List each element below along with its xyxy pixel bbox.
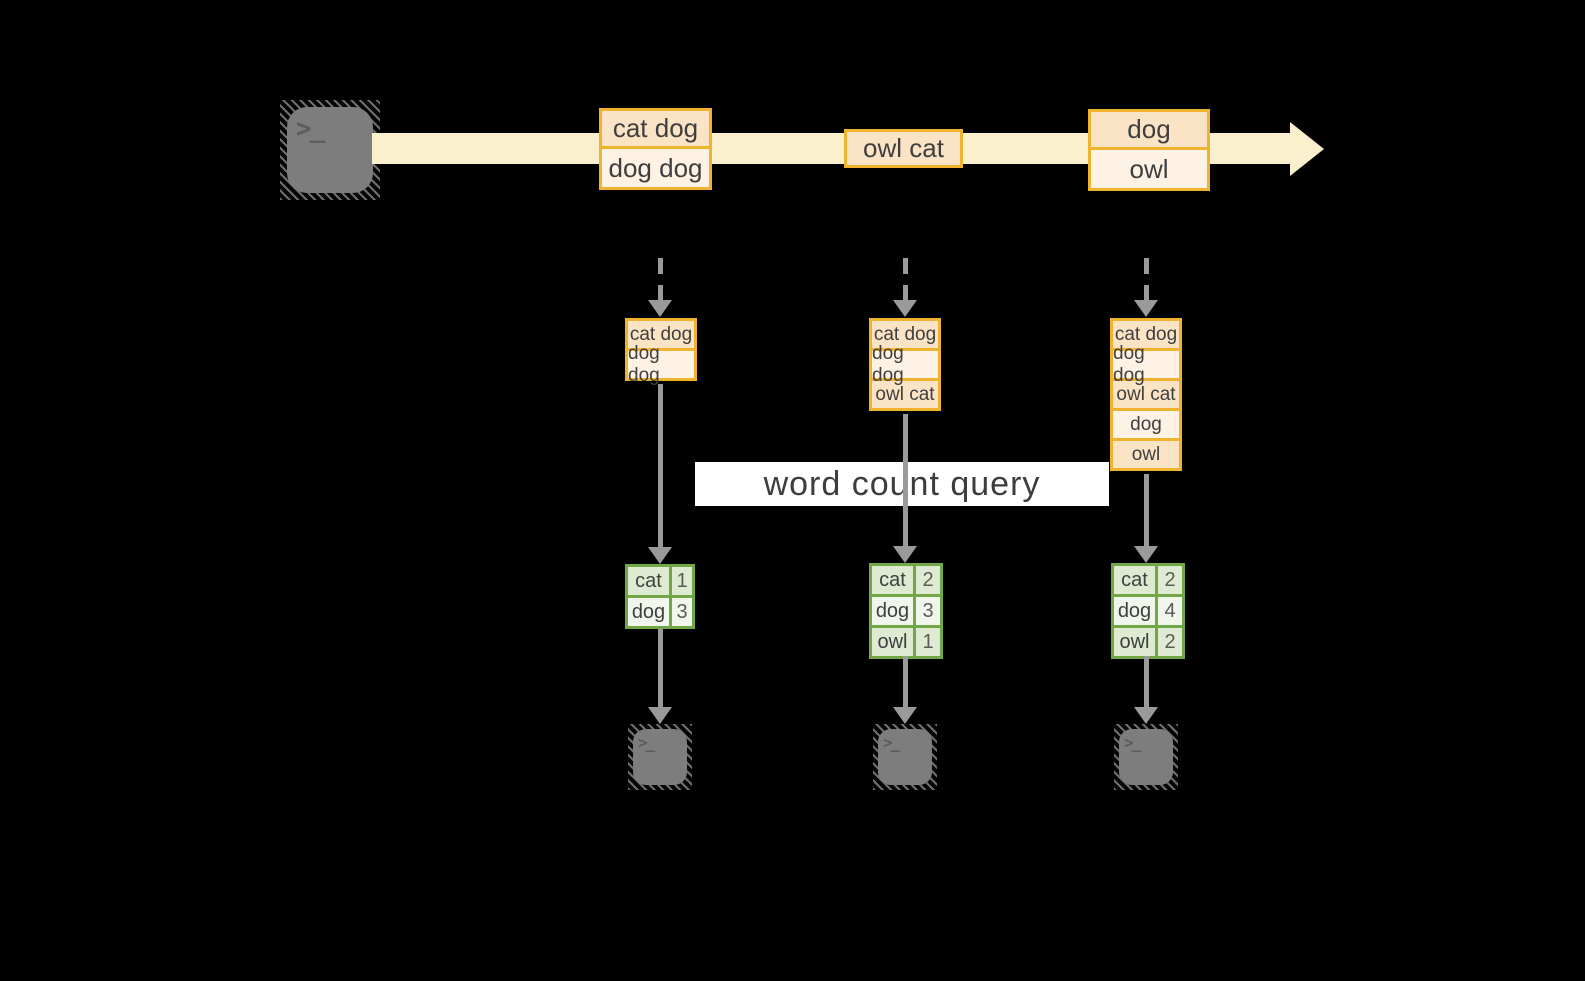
count-cell: 2 — [1158, 566, 1182, 594]
stream-arrowhead-icon — [1290, 122, 1324, 176]
stream-batch-3: dog owl — [1088, 109, 1210, 191]
query-arrowhead-2 — [893, 546, 917, 563]
word-cell: cat — [872, 566, 916, 594]
wordcount-row: dog 4 — [1114, 597, 1182, 628]
state-record: cat dog — [628, 321, 694, 351]
batch-input-arrowhead-2 — [893, 300, 917, 317]
word-cell: cat — [628, 567, 672, 595]
word-cell: cat — [1114, 566, 1158, 594]
stream-record: owl cat — [847, 132, 960, 165]
output-arrowhead-3 — [1134, 707, 1158, 724]
output-arrow-2 — [903, 656, 908, 707]
batch-input-arrow-2 — [903, 258, 908, 300]
state-record: dog — [1113, 411, 1179, 441]
query-label-band: word count query — [695, 462, 1109, 506]
batch-input-arrowhead-3 — [1134, 300, 1158, 317]
terminal-source-icon: >_ — [280, 100, 380, 200]
output-arrow-1 — [658, 629, 663, 707]
wordcount-table-2: cat 2 dog 3 owl 1 — [869, 563, 943, 659]
terminal-output-icon-1: >_ — [628, 724, 692, 790]
terminal-output-icon-2: >_ — [873, 724, 937, 790]
count-cell: 2 — [916, 566, 940, 594]
output-arrow-3 — [1144, 656, 1149, 707]
wordcount-row: dog 3 — [872, 597, 940, 628]
output-arrowhead-2 — [893, 707, 917, 724]
wordcount-row: cat 2 — [1114, 566, 1182, 597]
state-record: dog dog — [628, 343, 694, 386]
word-cell: owl — [1114, 628, 1158, 656]
stream-batch-2: owl cat — [844, 129, 963, 168]
state-record: owl cat — [1113, 381, 1179, 411]
stream-record: owl — [1091, 150, 1207, 188]
terminal-screen — [878, 729, 932, 785]
word-cell: dog — [1114, 597, 1158, 625]
count-cell: 1 — [672, 567, 692, 595]
state-record: owl — [1113, 441, 1179, 468]
batch-input-arrow-1 — [658, 258, 663, 300]
state-record: cat dog — [872, 321, 938, 351]
stream-record: dog — [1091, 112, 1207, 150]
query-arrow-2 — [903, 414, 908, 546]
count-cell: 3 — [672, 598, 692, 626]
wordcount-row: owl 2 — [1114, 628, 1182, 656]
wordcount-row: owl 1 — [872, 628, 940, 656]
state-box-1: cat dog dog dog — [625, 318, 697, 386]
word-cell: owl — [872, 628, 916, 656]
state-record: dog dog — [1113, 343, 1179, 386]
terminal-prompt-glyph: >_ — [1124, 733, 1141, 752]
state-box-2: cat dog dog dog owl cat — [869, 318, 941, 411]
stream-record: cat dog — [602, 111, 709, 149]
terminal-prompt-glyph: >_ — [638, 733, 655, 752]
terminal-output-icon-3: >_ — [1114, 724, 1178, 790]
wordcount-row: cat 1 — [628, 567, 692, 598]
query-arrowhead-3 — [1134, 546, 1158, 563]
stream-record: dog dog — [602, 149, 709, 187]
output-arrowhead-1 — [648, 707, 672, 724]
query-arrow-1 — [658, 384, 663, 547]
batch-input-arrow-3 — [1144, 258, 1149, 300]
state-record: cat dog — [1113, 321, 1179, 351]
count-cell: 2 — [1158, 628, 1182, 656]
count-cell: 4 — [1158, 597, 1182, 625]
terminal-prompt-glyph: >_ — [883, 733, 900, 752]
query-label: word count query — [763, 464, 1041, 503]
wordcount-table-1: cat 1 dog 3 — [625, 564, 695, 629]
terminal-screen — [287, 107, 373, 193]
wordcount-row: dog 3 — [628, 598, 692, 626]
word-cell: dog — [872, 597, 916, 625]
count-cell: 1 — [916, 628, 940, 656]
query-arrow-3 — [1144, 474, 1149, 546]
terminal-screen — [633, 729, 687, 785]
wordcount-row: cat 2 — [872, 566, 940, 597]
wordcount-table-3: cat 2 dog 4 owl 2 — [1111, 563, 1185, 659]
terminal-screen — [1119, 729, 1173, 785]
count-cell: 3 — [916, 597, 940, 625]
state-record: dog dog — [872, 343, 938, 386]
batch-input-arrowhead-1 — [648, 300, 672, 317]
query-arrowhead-1 — [648, 547, 672, 564]
word-cell: dog — [628, 598, 672, 626]
terminal-prompt-glyph: >_ — [296, 114, 325, 144]
state-box-3: cat dog dog dog owl cat dog owl — [1110, 318, 1182, 471]
state-record: owl cat — [872, 381, 938, 408]
stream-batch-1: cat dog dog dog — [599, 108, 712, 190]
